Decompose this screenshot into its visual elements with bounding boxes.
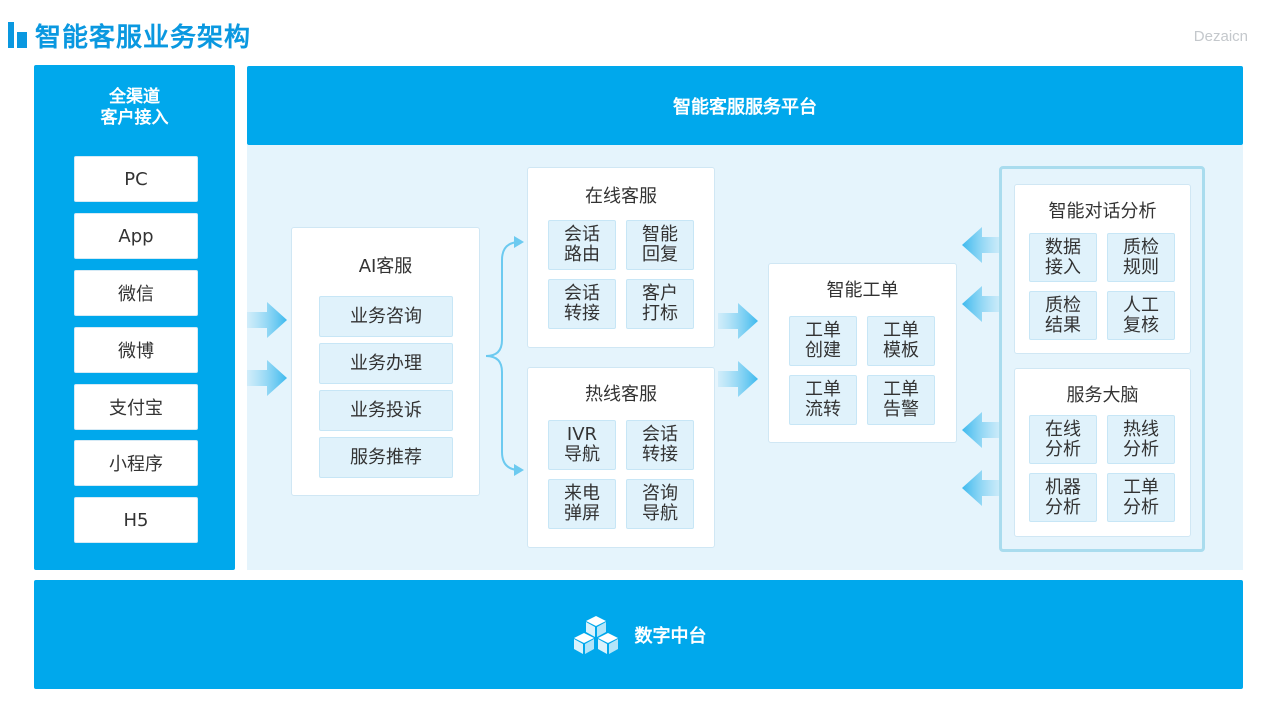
work-order-item: 工单 流转 [789, 375, 857, 425]
page-title: 智能客服业务架构 [35, 22, 252, 53]
channel-item-wechat: 微信 [74, 270, 198, 316]
work-order-title: 智能工单 [826, 280, 899, 301]
online-service-card: 在线客服 会话 路由 智能 回复 会话 转接 客户 打标 [527, 167, 715, 348]
work-order-item: 工单 告警 [867, 375, 935, 425]
dialog-analysis-item: 质检 规则 [1107, 233, 1175, 282]
arrow-left-icon [962, 412, 1002, 448]
hotline-service-item: 会话 转接 [626, 420, 694, 470]
hotline-service-item: IVR 导航 [548, 420, 616, 470]
online-service-title: 在线客服 [585, 186, 657, 207]
hotline-service-title: 热线客服 [585, 384, 657, 405]
service-brain-item: 热线 分析 [1107, 415, 1175, 464]
cubes-icon [573, 615, 618, 654]
arrow-right-icon [718, 303, 758, 339]
arrow-left-icon [962, 470, 1002, 506]
service-brain-item: 在线 分析 [1029, 415, 1097, 464]
channel-item-alipay: 支付宝 [74, 384, 198, 430]
service-brain-item: 工单 分析 [1107, 473, 1175, 522]
brace-connector [485, 236, 524, 476]
online-service-item: 会话 路由 [548, 220, 616, 270]
channel-item-h5: H5 [74, 497, 198, 543]
arrow-right-icon [247, 360, 287, 396]
online-service-item: 客户 打标 [626, 279, 694, 329]
ai-service-item: 业务投诉 [319, 390, 453, 431]
ai-service-item: 业务咨询 [319, 296, 453, 337]
work-order-item: 工单 创建 [789, 316, 857, 366]
arrow-right-icon [718, 361, 758, 397]
digital-platform-bar: 数字中台 [34, 580, 1243, 689]
work-order-card: 智能工单 工单 创建 工单 模板 工单 流转 工单 告警 [768, 263, 957, 443]
dialog-analysis-title: 智能对话分析 [1048, 201, 1157, 222]
channel-item-miniprogram: 小程序 [74, 440, 198, 486]
hotline-service-card: 热线客服 IVR 导航 会话 转接 来电 弹屏 咨询 导航 [527, 367, 715, 548]
ai-service-item: 业务办理 [319, 343, 453, 384]
dialog-analysis-item: 数据 接入 [1029, 233, 1097, 282]
hotline-service-item: 来电 弹屏 [548, 479, 616, 529]
hotline-service-item: 咨询 导航 [626, 479, 694, 529]
channel-column-title: 全渠道 客户接入 [100, 87, 169, 128]
dialog-analysis-card: 智能对话分析 数据 接入 质检 规则 质检 结果 人工 复核 [1014, 184, 1191, 354]
ai-service-item: 服务推荐 [319, 437, 453, 478]
service-brain-card: 服务大脑 在线 分析 热线 分析 机器 分析 工单 分析 [1014, 368, 1191, 537]
arrow-left-icon [962, 227, 1002, 263]
online-service-item: 会话 转接 [548, 279, 616, 329]
arrow-left-icon [962, 286, 1002, 322]
brand-watermark: Dezaicn [1193, 28, 1248, 45]
digital-platform-title: 数字中台 [634, 625, 707, 647]
ai-service-title: AI客服 [358, 256, 413, 277]
channel-item-app: App [74, 213, 198, 259]
service-brain-item: 机器 分析 [1029, 473, 1097, 522]
channel-item-weibo: 微博 [74, 327, 198, 373]
channel-column: 全渠道 客户接入 PC App 微信 微博 支付宝 小程序 H5 [34, 65, 235, 570]
online-service-item: 智能 回复 [626, 220, 694, 270]
work-order-item: 工单 模板 [867, 316, 935, 366]
dialog-analysis-item: 质检 结果 [1029, 291, 1097, 340]
arrow-right-icon [247, 302, 287, 338]
title-bars-icon [8, 22, 27, 48]
page-title-bar: 智能客服业务架构 [8, 20, 251, 53]
service-brain-title: 服务大脑 [1066, 385, 1139, 406]
channel-item-pc: PC [74, 156, 198, 202]
ai-service-card: AI客服 业务咨询 业务办理 业务投诉 服务推荐 [291, 227, 480, 496]
platform-header: 智能客服服务平台 [247, 66, 1243, 145]
analysis-frame: 智能对话分析 数据 接入 质检 规则 质检 结果 人工 复核 服务大脑 在线 分… [999, 166, 1205, 552]
dialog-analysis-item: 人工 复核 [1107, 291, 1175, 340]
